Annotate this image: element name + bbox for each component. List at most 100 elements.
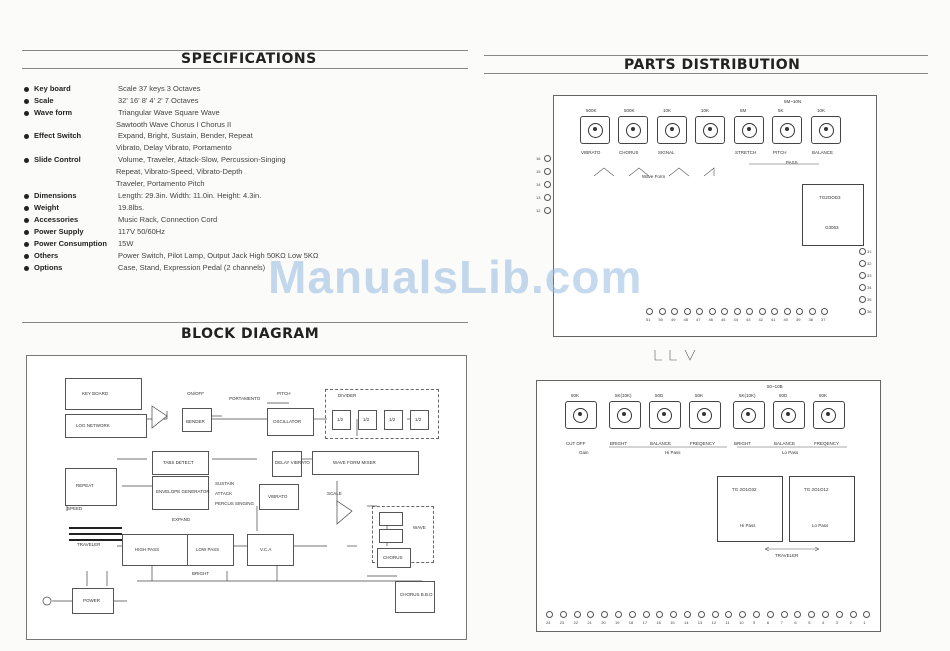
spec-value: Expand, Bright, Sustain, Bender, Repeat bbox=[118, 131, 253, 140]
spec-row: Scale 32' 16' 8' 4' 2' 7 Octaves bbox=[24, 96, 199, 105]
pin bbox=[859, 296, 866, 303]
pin bbox=[573, 611, 581, 618]
potentiometer bbox=[695, 116, 725, 144]
wave-form-label: Wave Form bbox=[642, 174, 666, 179]
upper-wave-marks bbox=[593, 163, 819, 177]
pin bbox=[656, 611, 664, 618]
potentiometer bbox=[689, 401, 721, 429]
upper-pot-label: BALANCE bbox=[812, 150, 834, 155]
spec-row: Effect Switch Expand, Bright, Sustain, Be… bbox=[24, 131, 253, 140]
perc-label: PERCUS SINGING bbox=[215, 501, 255, 506]
spec-label: Dimensions bbox=[34, 191, 77, 200]
spec-label: Power Supply bbox=[34, 227, 84, 236]
pin bbox=[794, 611, 802, 618]
pin-label: 16 bbox=[656, 620, 661, 625]
lower-group-note: 50~10B bbox=[767, 384, 783, 389]
pin bbox=[544, 168, 551, 175]
pin bbox=[725, 611, 733, 618]
pin bbox=[671, 308, 678, 315]
spec-bullet bbox=[24, 157, 29, 163]
lower-pot-value: 5K(10K) bbox=[615, 393, 632, 398]
pin-label: 14 bbox=[684, 620, 689, 625]
pin-label: 36 bbox=[867, 309, 872, 314]
spec-label: Accessories bbox=[34, 215, 79, 224]
pin-label: 34 bbox=[867, 285, 872, 290]
pin bbox=[696, 308, 703, 315]
parts-title-rule bbox=[484, 73, 928, 74]
pin-label: 15 bbox=[536, 169, 541, 174]
power-block: POWER bbox=[72, 588, 114, 614]
upper-pot-label: VIBRATO bbox=[581, 150, 601, 155]
block-diagram-frame: KEY BOARD LOG NETWORK ON/OFF BENDER PORT… bbox=[26, 355, 467, 640]
lower-pot-value: 50K bbox=[571, 393, 580, 398]
divider-group: DIVIDER 1/2 1/2 1/2 1/2 bbox=[325, 389, 439, 439]
pin-label: 42 bbox=[758, 317, 763, 322]
spec-continuation: Vibrato, Delay Vibrato, Portamento bbox=[116, 143, 232, 152]
potentiometer bbox=[733, 401, 765, 429]
block-diagram-title: BLOCK DIAGRAM bbox=[181, 326, 320, 342]
pin bbox=[859, 272, 866, 279]
pin-label: 14 bbox=[536, 182, 541, 187]
keyboard-block: KEY BOARD bbox=[65, 378, 142, 410]
potentiometer bbox=[565, 401, 597, 429]
pin-label: 18 bbox=[628, 620, 634, 625]
lower-pot-label: CUT OFF bbox=[566, 441, 586, 446]
pin bbox=[859, 308, 866, 315]
pin-label: 20 bbox=[601, 620, 606, 625]
watermark: ManualsLib.com bbox=[268, 251, 643, 303]
pin bbox=[859, 248, 866, 255]
spec-value: 15W bbox=[118, 239, 134, 248]
specifications-title: SPECIFICATIONS bbox=[181, 51, 317, 67]
attack-label: ATTACK bbox=[215, 491, 233, 496]
lower-pot-label: BALANCE bbox=[774, 441, 796, 446]
pin bbox=[808, 308, 816, 315]
pin-label: 13 bbox=[536, 195, 541, 200]
spec-value: 32' 16' 8' 4' 2' 7 Octaves bbox=[118, 96, 199, 105]
potentiometer bbox=[773, 401, 805, 429]
pin bbox=[544, 194, 551, 201]
potentiometer bbox=[618, 116, 648, 144]
pin-label: 50 bbox=[658, 317, 663, 322]
spec-value: Case, Stand, Expression Pedal (2 channel… bbox=[118, 263, 266, 272]
on-off-label: ON/OFF bbox=[187, 391, 204, 396]
pin-label: 4 bbox=[822, 620, 825, 625]
lower-pot-label: BRIGHT bbox=[610, 441, 628, 446]
wave-switch-group: WAVE bbox=[372, 506, 434, 563]
spec-bullet bbox=[24, 193, 29, 199]
pin-label: 37 bbox=[821, 317, 826, 322]
pin-label: 9 bbox=[753, 620, 756, 625]
lower-pot-label: BRIGHT bbox=[734, 441, 752, 446]
potentiometer bbox=[609, 401, 641, 429]
pin bbox=[559, 611, 567, 618]
pin bbox=[642, 611, 650, 618]
upper-ic-chip: TG2OOD3 G3063 bbox=[802, 184, 864, 246]
pin-label: 6 bbox=[794, 620, 797, 625]
pin bbox=[766, 611, 774, 618]
spec-label: Wave form bbox=[34, 108, 73, 117]
upper-pot-label: STRETCH bbox=[735, 150, 757, 155]
pin-label: 19 bbox=[615, 620, 620, 625]
bright-label: BRIGHT bbox=[192, 571, 210, 576]
lo-pass-sub-label: Lo Pass bbox=[782, 450, 799, 455]
pin bbox=[808, 611, 816, 618]
spec-bullet bbox=[24, 229, 29, 235]
pin bbox=[739, 611, 747, 618]
parts-top-rule bbox=[484, 55, 928, 56]
lower-pot-label: BALANCE bbox=[650, 441, 672, 446]
delay-vibrato-block: DELAY VIBRATO bbox=[272, 451, 310, 477]
pin bbox=[780, 611, 788, 618]
pin bbox=[697, 611, 705, 618]
pin bbox=[615, 611, 622, 618]
spec-label: Scale bbox=[34, 96, 54, 105]
pin-label: 40 bbox=[783, 317, 788, 322]
spec-label: Effect Switch bbox=[34, 131, 82, 140]
spec-label: Weight bbox=[34, 203, 59, 212]
pin bbox=[771, 308, 778, 315]
lower-group-brackets bbox=[609, 446, 847, 448]
pin-label: 23 bbox=[559, 620, 565, 625]
pass-label: PASS bbox=[786, 160, 798, 165]
upper-output-marks bbox=[654, 349, 696, 361]
